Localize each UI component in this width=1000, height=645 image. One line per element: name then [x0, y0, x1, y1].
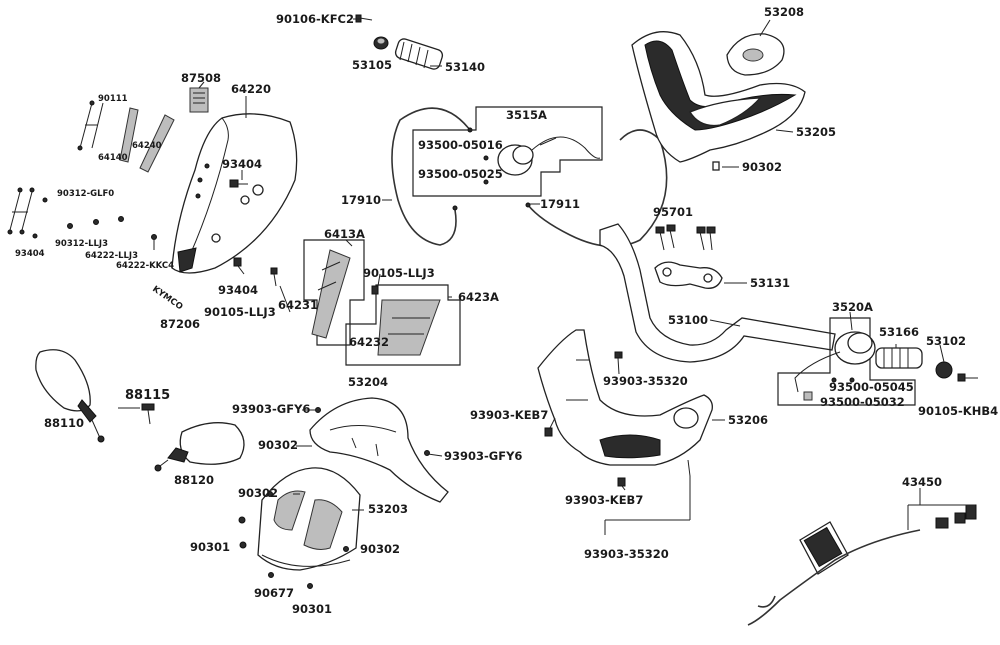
screw-90105-khb4	[957, 373, 978, 382]
label-93903-35320-a: 93903-35320	[603, 374, 688, 388]
nut-88115	[118, 403, 155, 425]
label-90301-a: 90301	[190, 540, 230, 554]
label-53206: 53206	[728, 413, 768, 427]
label-6413A: 6413A	[324, 227, 365, 241]
label-53208: 53208	[764, 5, 804, 19]
label-93404-a: 93404	[222, 157, 262, 171]
label-17910: 17910	[341, 193, 381, 207]
label-53100: 53100	[668, 313, 708, 327]
label-53166: 53166	[879, 325, 919, 339]
label-53203: 53203	[368, 502, 408, 516]
mirror-88120	[154, 422, 245, 472]
label-53205: 53205	[796, 125, 836, 139]
label-93500-05045: 93500-05045	[829, 380, 914, 394]
label-88110: 88110	[44, 416, 84, 430]
label-64222-kkc4: 64222-KKC4	[116, 261, 174, 271]
grip-53166	[875, 347, 923, 369]
label-3520A: 3520A	[832, 300, 873, 314]
label-53140: 53140	[445, 60, 485, 74]
grip-53140	[394, 38, 444, 70]
label-88120: 88120	[174, 473, 214, 487]
label-6423A: 6423A	[458, 290, 499, 304]
part-labels: 90106-KFC2 53105 53140 87508 64220 90111…	[15, 5, 998, 616]
mirror-88110	[35, 349, 105, 443]
label-93500-05016: 93500-05016	[418, 138, 503, 152]
label-64232: 64232	[349, 335, 389, 349]
cover-53204	[309, 397, 449, 503]
cover-53208	[726, 33, 785, 76]
label-53102: 53102	[926, 334, 966, 348]
label-87508: 87508	[181, 71, 221, 85]
label-53105: 53105	[352, 58, 392, 72]
cover-53205	[631, 31, 806, 171]
screw-90105-llj3-left	[270, 267, 278, 287]
label-64222-llj3: 64222-LLJ3	[85, 251, 138, 261]
label-87206: 87206	[160, 317, 200, 331]
label-93903-keb7-b: 93903-KEB7	[565, 493, 643, 507]
bolt-93404-a	[229, 179, 248, 188]
bracket-90111	[77, 100, 104, 151]
windshield-64220	[171, 113, 298, 274]
label-64240: 64240	[132, 141, 162, 151]
label-93903-gfy6-a: 93903-GFY6	[232, 402, 310, 416]
screws-53206	[544, 351, 691, 535]
label-90301-b: 90301	[292, 602, 332, 616]
label-90105-khb4: 90105-KHB4	[918, 404, 998, 418]
screws-left-cluster	[67, 216, 157, 250]
cable-17911	[525, 129, 668, 248]
speedometer-cable-43450	[747, 504, 977, 626]
label-3515A: 3515A	[506, 108, 547, 122]
cap-53102	[935, 361, 953, 379]
label-64140: 64140	[98, 153, 128, 163]
panel-assembly-6423A	[345, 284, 461, 366]
leader-lines	[198, 18, 945, 521]
cap-53105	[373, 36, 389, 50]
label-95701: 95701	[653, 205, 693, 219]
trim-64240	[139, 114, 175, 173]
label-43450: 43450	[902, 475, 942, 489]
label-90111: 90111	[98, 94, 128, 104]
label-90312-llj3: 90312-LLJ3	[55, 239, 108, 249]
label-90302-d: 90302	[360, 542, 400, 556]
label-53131: 53131	[750, 276, 790, 290]
label-88115: 88115	[125, 388, 170, 403]
trim-64140	[119, 107, 139, 163]
label-90302-a: 90302	[742, 160, 782, 174]
label-90106-kfc2: 90106-KFC2	[276, 12, 354, 26]
kymco-logo-text: KYMCO	[150, 284, 184, 312]
label-93500-05025: 93500-05025	[418, 167, 503, 181]
label-90105-llj3-a: 90105-LLJ3	[204, 305, 276, 319]
label-90105-llj3-b: 90105-LLJ3	[363, 266, 435, 280]
label-53204: 53204	[348, 375, 388, 389]
panel-assembly-6413A	[303, 239, 365, 346]
cover-53203	[238, 467, 361, 589]
label-64231: 64231	[278, 298, 318, 312]
kymco-logo: KYMCO	[150, 284, 184, 312]
label-17911: 17911	[540, 197, 580, 211]
handlebar-53100	[599, 223, 836, 363]
label-64220: 64220	[231, 82, 271, 96]
clamp-53131	[654, 261, 723, 289]
label-93903-keb7-a: 93903-KEB7	[470, 408, 548, 422]
bolt-93404-c	[233, 257, 245, 275]
cover-53206	[537, 329, 713, 466]
label-90302-c: 90302	[238, 486, 278, 500]
label-93404-b: 93404	[15, 249, 45, 259]
switch-assembly-3520A	[777, 317, 916, 406]
label-93500-05032: 93500-05032	[820, 395, 905, 409]
bolts-95701	[655, 224, 716, 251]
label-90312-glf0: 90312-GLF0	[57, 189, 114, 199]
switch-assembly-3515A	[412, 106, 603, 197]
decal-87508	[189, 87, 209, 113]
label-93903-35320-b: 93903-35320	[584, 547, 669, 561]
bracket-90312-glf0	[7, 187, 48, 239]
label-90302-b: 90302	[258, 438, 298, 452]
cable-17910	[391, 107, 473, 246]
label-93404-c: 93404	[218, 283, 258, 297]
label-93903-gfy6-b: 93903-GFY6	[444, 449, 522, 463]
label-90677: 90677	[254, 586, 294, 600]
